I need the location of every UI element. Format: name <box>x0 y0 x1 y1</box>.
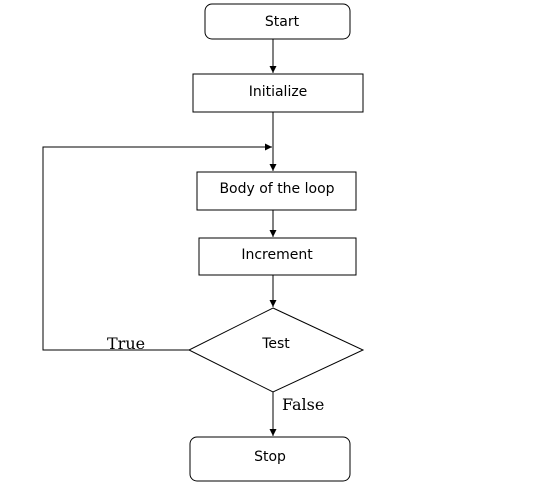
body-label: Body of the loop <box>219 181 334 197</box>
body-shape <box>196 171 357 211</box>
initialize-label: Initialize <box>249 84 308 100</box>
start-shape <box>204 3 351 40</box>
stop-shape <box>189 436 351 482</box>
initialize-node: Initialize <box>192 73 364 113</box>
increment-node: Increment <box>198 237 357 276</box>
initialize-shape <box>192 73 364 113</box>
test-label: Test <box>261 336 290 352</box>
test-node: Test <box>187 307 365 393</box>
increment-shape <box>198 237 357 276</box>
increment-label: Increment <box>241 247 313 263</box>
arrow-loop-back-true <box>42 143 272 351</box>
stop-label: Stop <box>254 449 286 465</box>
body-node: Body of the loop <box>196 171 357 211</box>
false-edge-label: False <box>282 395 324 414</box>
true-edge-label: True <box>107 334 145 353</box>
start-node: Start <box>204 3 351 40</box>
start-label: Start <box>265 14 300 30</box>
stop-node: Stop <box>189 436 351 482</box>
